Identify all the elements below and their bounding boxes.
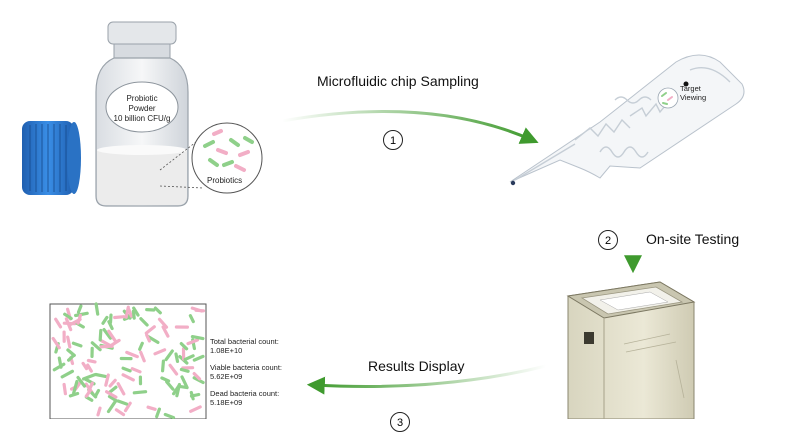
total-count-label: Total bacterial count: [210,337,282,346]
step-2-number: 2 [598,230,618,250]
dead-count-label: Dead bacteria count: [210,389,282,398]
bacterium-cell [101,346,112,347]
target-viewing-label: Target Viewing [680,84,706,102]
bacterium-cell [133,311,134,318]
bacterium-cell [134,392,145,393]
bacterium-cell [64,385,65,394]
bacterium-cell [79,306,81,312]
target-viewing-line-1: Target [680,84,706,93]
target-viewing-line-2: Viewing [680,93,706,102]
bacterium-cell [192,337,203,339]
bacterium-cell [111,315,112,322]
bacterium-cell [59,358,61,367]
bacterium-cell [129,310,131,317]
bacterium-cell [88,361,95,362]
bacterium-cell [68,337,70,347]
bacterium-cell [96,375,106,377]
bottle-label-line-2: Powder [112,104,172,114]
diagram-canvas [0,0,800,419]
step-3-label: Results Display [368,358,464,374]
step-3-number: 3 [390,412,410,432]
bacterium-cell [163,361,164,371]
bottle-label-line-1: Probiotic [112,94,172,104]
testing-device-icon [568,282,694,419]
bacterium-cell [192,395,199,397]
step-1-number: 1 [383,130,403,150]
probiotics-zoom-label: Probiotics [207,176,242,186]
workflow-diagram: Probiotic Powder 10 billion CFU/g Probio… [0,0,800,419]
bacterium-cell [98,408,100,415]
step-2-label: On-site Testing [646,231,739,247]
results-counts: Total bacterial count: 1.08E+10 Viable b… [210,337,282,407]
arrow-step-1 [282,111,532,140]
bottle-label-line-3: 10 billion CFU/g [112,114,172,124]
bacterium-cell [96,304,98,314]
results-cell-image [50,304,206,419]
total-count-value: 1.08E+10 [210,346,282,355]
viable-count-value: 5.62E+09 [210,372,282,381]
bacterium-cell [148,407,155,409]
bottle-cap-icon [22,121,81,195]
dead-count-value: 5.18E+09 [210,398,282,407]
bottle-label: Probiotic Powder 10 billion CFU/g [112,94,172,124]
bacterium-cell [126,307,128,317]
viable-count-label: Viable bacteria count: [210,363,282,372]
microfluidic-chip-icon [510,55,744,185]
bacterium-cell [181,370,188,372]
bacterium-cell [115,317,124,318]
bacterium-cell [176,354,178,361]
bacterium-cell [100,331,101,340]
step-1-label: Microfluidic chip Sampling [317,73,479,89]
